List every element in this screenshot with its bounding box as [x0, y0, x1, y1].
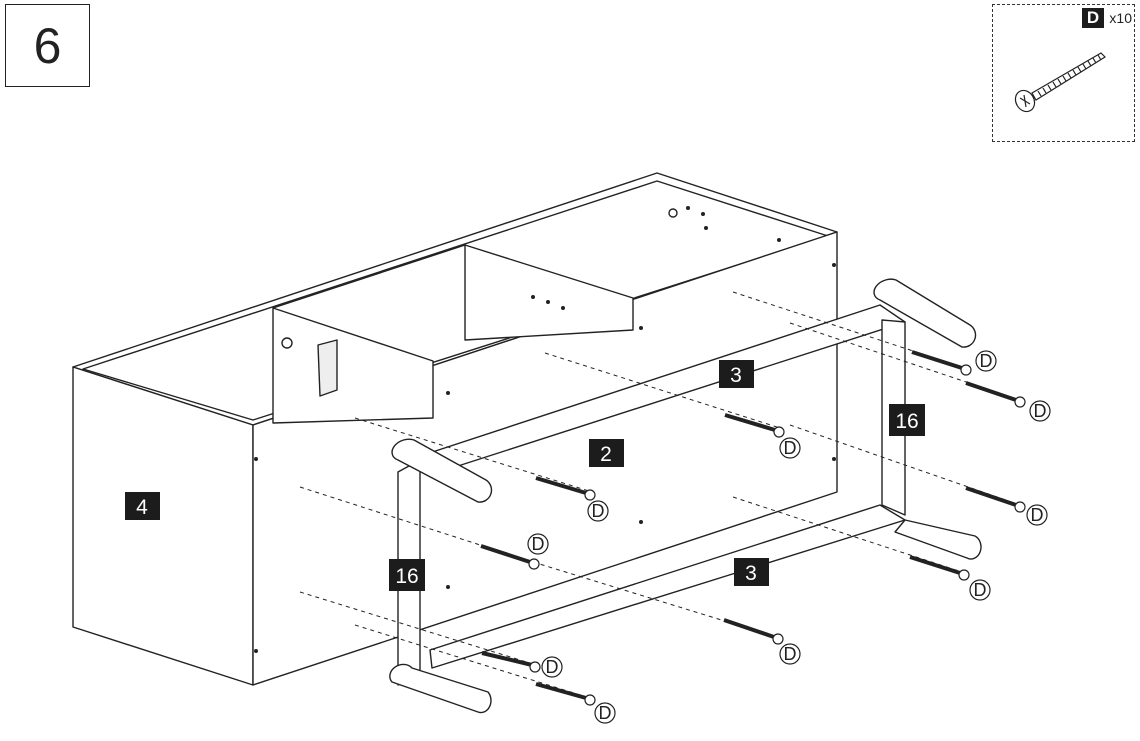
- holes: [254, 206, 836, 653]
- step-number: 6: [5, 4, 90, 87]
- screws: [480, 350, 1026, 706]
- leg: [894, 519, 982, 560]
- screw-label: D: [1031, 505, 1044, 525]
- panel-label-16-left: 16: [395, 565, 418, 588]
- panel-label-2: 2: [600, 443, 612, 466]
- panel-label-3-top: 3: [730, 364, 742, 387]
- screw-label: D: [546, 657, 559, 677]
- screw-label: D: [784, 644, 797, 664]
- parts-code-badge: D: [1082, 8, 1104, 28]
- screw-label: D: [980, 351, 993, 371]
- screw-label: D: [592, 501, 605, 521]
- panel-label-4: 4: [136, 496, 148, 519]
- parts-legend: D x10: [992, 4, 1135, 142]
- panel-label-16-right: 16: [895, 410, 918, 433]
- panel-label-3-bottom: 3: [745, 562, 757, 585]
- screw-label: D: [532, 534, 545, 554]
- leg: [873, 278, 977, 348]
- parts-quantity: x10: [1109, 10, 1132, 26]
- screw-label: D: [784, 438, 797, 458]
- leg: [391, 438, 493, 503]
- screw-label: D: [599, 703, 612, 723]
- screw-icon: [1014, 52, 1106, 113]
- screw-label: D: [974, 580, 987, 600]
- leg: [389, 663, 492, 714]
- screw-label: D: [1034, 401, 1047, 421]
